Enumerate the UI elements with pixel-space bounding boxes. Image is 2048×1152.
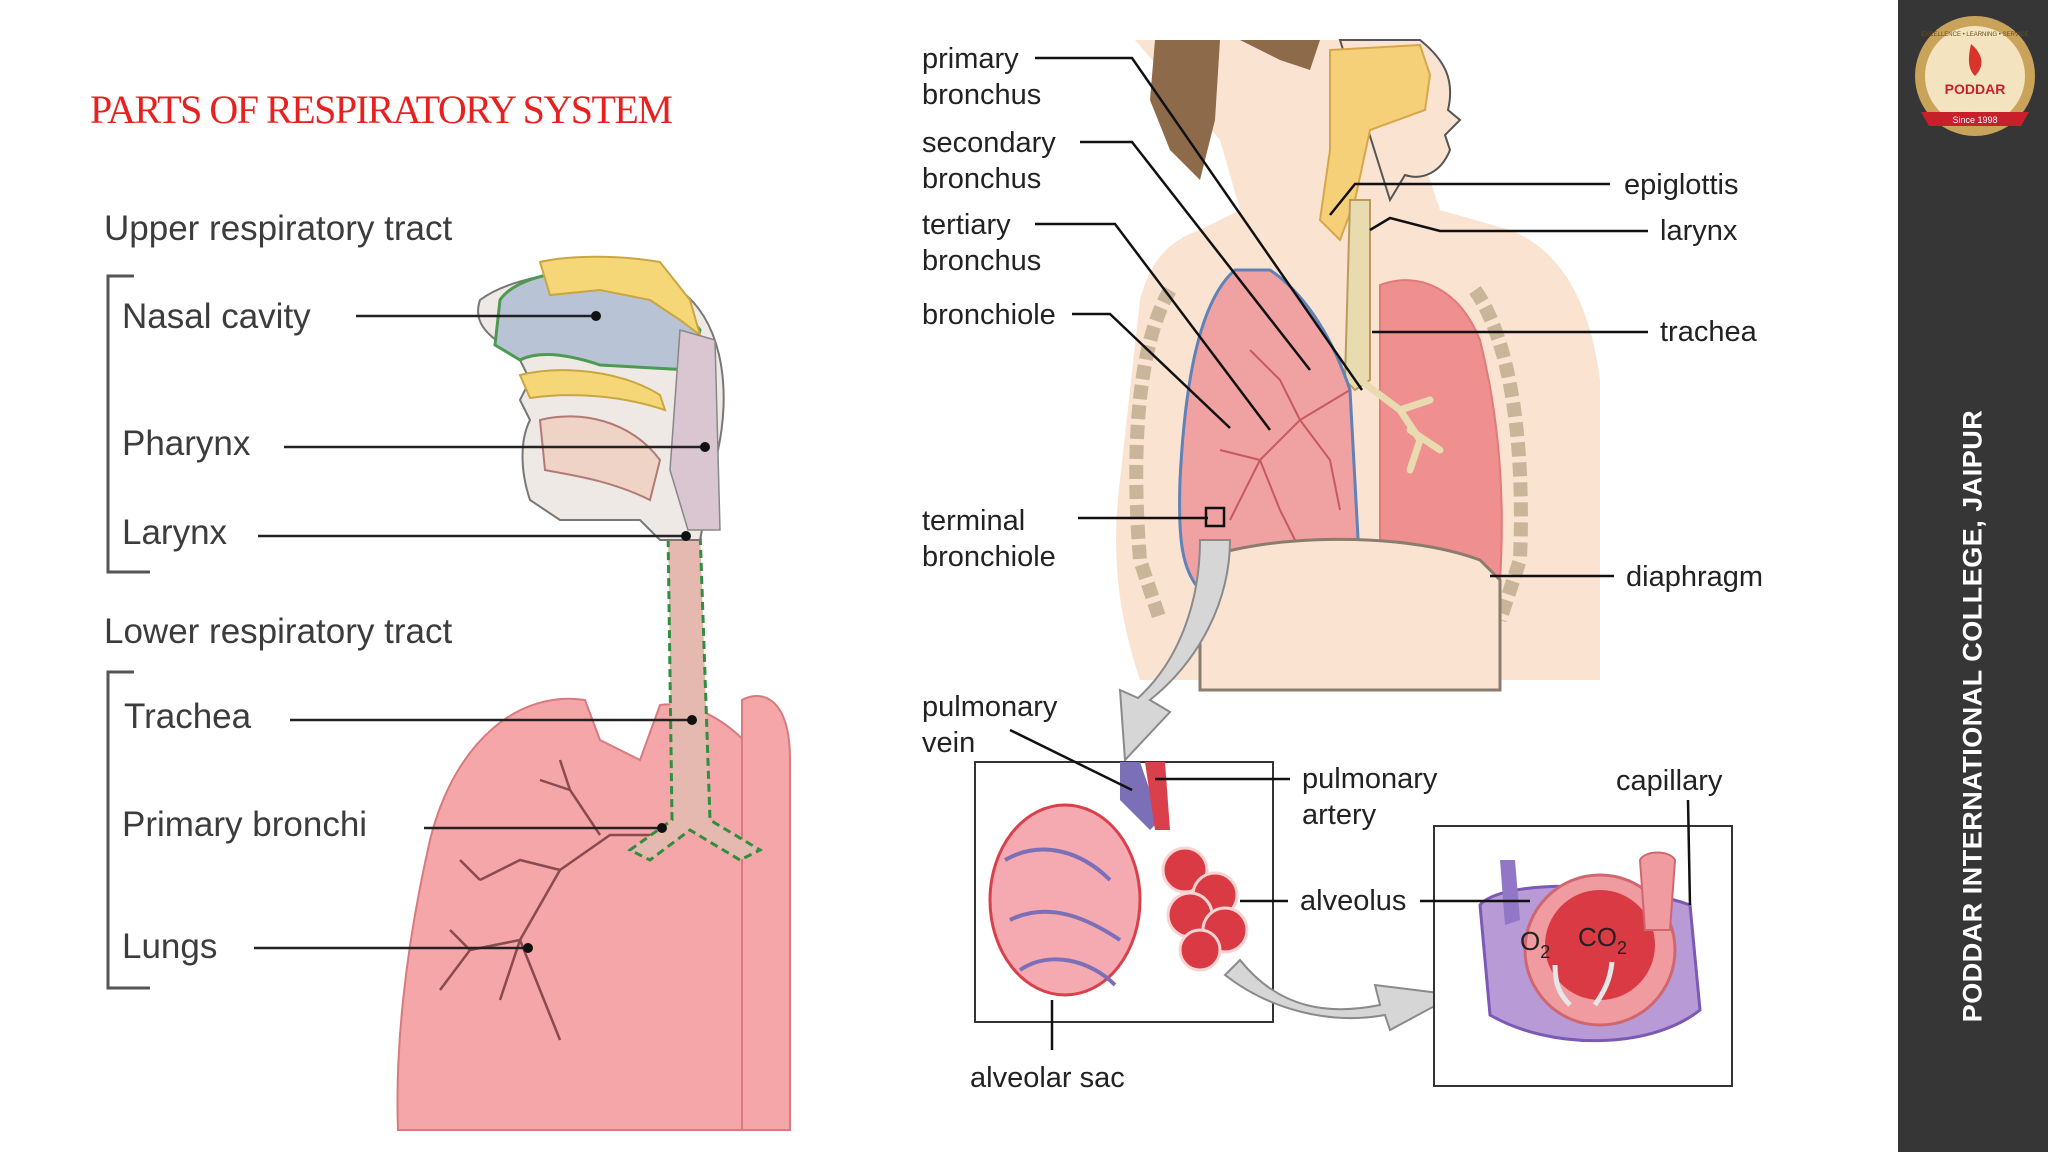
left-bronchioles — [1219, 349, 1351, 551]
flame-icon — [1968, 44, 1982, 76]
label-primary-bronchi: Primary bronchi — [122, 805, 367, 844]
arrow-sac-to-alveolus — [1223, 958, 1459, 1032]
label-diaphragm: diaphragm — [1626, 561, 1763, 593]
upper-tract-bracket — [106, 274, 150, 574]
o2-label: O2 — [1520, 926, 1550, 962]
hair-shape-2 — [1240, 40, 1320, 70]
ribs-left — [1129, 286, 1177, 623]
upper-tract-heading: Upper respiratory tract — [104, 209, 452, 248]
leader-primary-bronchus — [1035, 56, 1364, 391]
label-pharynx: Pharynx — [122, 424, 251, 463]
label-nasal-cavity: Nasal cavity — [122, 297, 311, 336]
alveolus-inner — [1545, 890, 1655, 1000]
college-logo: PODDAR EXCELLENCE • LEARNING • SERVICE S… — [1915, 16, 2035, 136]
label-alveolus: alveolus — [1300, 885, 1406, 917]
label-bronchiole: bronchiole — [922, 299, 1056, 331]
hair-shape — [1150, 40, 1220, 180]
dot-larynx — [681, 531, 691, 541]
alveoli-cluster — [1161, 846, 1249, 972]
logo-since: Since 1998 — [1952, 115, 1997, 125]
college-name: PODDAR INTERNATIONAL COLLEGE, JAIPUR — [1957, 409, 1988, 1023]
leader-epiglottis — [1329, 182, 1610, 216]
arrow-lung-to-sac — [1118, 539, 1232, 763]
dot-lungs — [523, 943, 533, 953]
dot-nasal-cavity — [591, 311, 601, 321]
slide: PARTS OF RESPIRATORY SYSTEM — [90, 39, 1764, 1131]
dot-trachea-left — [687, 715, 697, 725]
right-bronchi — [1356, 376, 1444, 474]
trachea-right-shape — [1343, 199, 1371, 392]
logo-name: PODDAR — [1945, 81, 2006, 97]
leader-capillary — [1686, 799, 1692, 906]
sidebar — [1898, 0, 2048, 1152]
lower-tract-heading: Lower respiratory tract — [104, 612, 452, 651]
skull-bone-shape — [538, 255, 702, 338]
label-larynx: Larynx — [122, 513, 228, 552]
alveolar-sac-shape — [988, 803, 1142, 997]
ribs-right — [1469, 285, 1528, 623]
leader-larynx-right — [1369, 216, 1648, 233]
palate-shape — [518, 369, 667, 412]
leader-bronchiole — [1072, 312, 1231, 429]
trachea-shape — [627, 528, 764, 862]
dot-primary-bronchi — [657, 823, 667, 833]
page-title: PARTS OF RESPIRATORY SYSTEM — [90, 87, 673, 132]
nasal-passage-shape — [1318, 43, 1432, 242]
sac-vein-shape — [1120, 762, 1160, 830]
left-respiratory-diagram: Upper respiratory tract Lower respirator… — [104, 209, 791, 1131]
bronchial-tree — [439, 759, 680, 1041]
diaphragm-shape — [1198, 537, 1502, 692]
leader-tertiary-bronchus — [1035, 222, 1271, 431]
right-lung-shape — [741, 695, 791, 1131]
dot-pharynx — [700, 442, 710, 452]
label-trachea-right: trachea — [1660, 316, 1758, 348]
logo-arc-text: EXCELLENCE • LEARNING • SERVICE — [1921, 32, 2028, 38]
o2-arrow — [1552, 964, 1572, 1007]
leader-secondary-bronchus — [1080, 140, 1311, 371]
co2-label: CO2 — [1578, 922, 1627, 958]
left-lung-shape — [396, 697, 761, 1131]
co2-arrow — [1592, 961, 1615, 1007]
sac-capillaries — [1004, 847, 1122, 987]
lower-tract-bracket — [106, 670, 150, 990]
label-alveolar-sac: alveolar sac — [970, 1062, 1125, 1094]
label-larynx-right: larynx — [1660, 215, 1738, 247]
tongue-shape — [538, 415, 662, 502]
label-capillary: capillary — [1616, 765, 1723, 797]
capillary-tube-left — [1500, 860, 1520, 925]
leader-pulmonary-vein — [1009, 728, 1133, 792]
label-epiglottis: epiglottis — [1624, 169, 1738, 201]
label-trachea-left: Trachea — [124, 697, 252, 736]
label-lungs: Lungs — [122, 927, 217, 966]
capillary-tube-right — [1638, 851, 1677, 931]
